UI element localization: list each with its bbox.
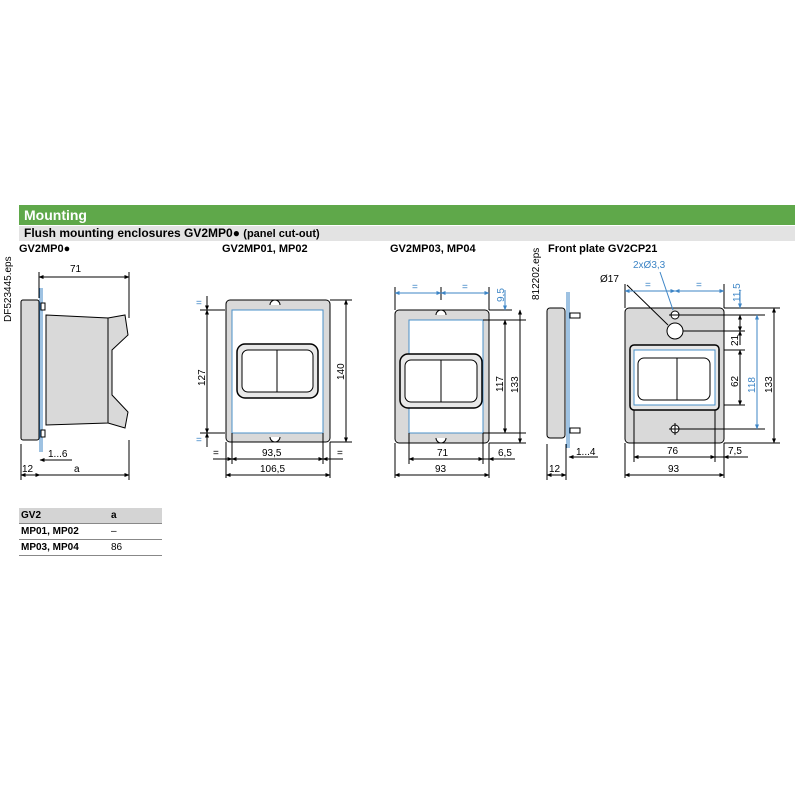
figure-3-front-view: = = 9,5 117 133 71 6,5 93 <box>394 282 526 478</box>
dim-133: 133 <box>764 376 775 393</box>
table-header-row: GV2 a <box>19 508 162 524</box>
dimension-table: GV2 a MP01, MP02 – MP03, MP04 86 <box>19 508 162 556</box>
label-hole-17: Ø17 <box>600 274 619 285</box>
dim-140: 140 <box>336 363 347 380</box>
eq-bottom: = <box>196 435 202 446</box>
figure-title-gv2mp0: GV2MP0● <box>19 243 71 255</box>
figure-title-mp03-mp04: GV2MP03, MP04 <box>390 243 476 255</box>
dim-9-5: 9,5 <box>496 288 507 302</box>
enclosure-body <box>45 314 109 426</box>
table-header-gv2: GV2 <box>19 508 109 524</box>
dim-a: a <box>74 464 80 475</box>
dim-1-6: 1...6 <box>48 449 68 460</box>
dim-11-5: 11,5 <box>732 283 743 302</box>
svg-text:=: = <box>213 448 219 459</box>
section-header: Mounting <box>19 205 795 225</box>
dim-7-5: 7,5 <box>728 446 742 457</box>
file-ref-2: 812202.eps <box>531 248 542 300</box>
dim-12: 12 <box>22 464 34 475</box>
table-row: MP03, MP04 86 <box>19 539 162 556</box>
svg-text:=: = <box>645 280 651 291</box>
dim-21: 21 <box>730 334 741 346</box>
dim-127: 127 <box>197 369 208 386</box>
subtitle: Flush mounting enclosures GV2MP0 <box>24 226 233 240</box>
eq-top: = <box>196 298 202 309</box>
svg-text:=: = <box>462 282 468 293</box>
svg-text:=: = <box>696 280 702 291</box>
table-row: MP01, MP02 – <box>19 523 162 540</box>
hole-17 <box>666 322 684 340</box>
figure-title-mp01-mp02: GV2MP01, MP02 <box>222 243 308 255</box>
flange-plate <box>20 299 40 441</box>
dim-12: 12 <box>549 464 561 475</box>
file-ref-1: DF523445.eps <box>3 256 14 322</box>
dim-106-5: 106,5 <box>260 464 285 475</box>
svg-text:=: = <box>337 448 343 459</box>
table-header-a: a <box>109 508 162 524</box>
dim-133: 133 <box>510 376 521 393</box>
subtitle-bullet: ● <box>232 226 240 240</box>
dim-93-5: 93,5 <box>262 448 282 459</box>
dim-1-4: 1...4 <box>576 447 596 458</box>
figure-1-side-view: DF523445.eps 71 1...6 12 a <box>3 256 130 480</box>
dim-6-5: 6,5 <box>498 448 512 459</box>
figure-2-front-view: = = 127 140 = = 93,5 106,5 <box>196 296 352 478</box>
label-2x-3-3: 2xØ3,3 <box>633 260 666 271</box>
svg-text:=: = <box>412 282 418 293</box>
dim-71: 71 <box>437 448 449 459</box>
dim-93: 93 <box>668 464 680 475</box>
section-title: Mounting <box>24 207 87 223</box>
figure-4-front-plate: 812202.eps 1...4 12 Ø17 2xØ3,3 <box>531 248 780 480</box>
dim-76: 76 <box>667 446 679 457</box>
dim-118: 118 <box>747 377 758 393</box>
dim-93: 93 <box>435 464 447 475</box>
subtitle-bar: Flush mounting enclosures GV2MP0● (panel… <box>19 226 795 241</box>
subtitle-note: (panel cut-out) <box>243 228 320 240</box>
dim-62: 62 <box>730 375 741 387</box>
dim-71: 71 <box>70 264 82 275</box>
figure-title-front-plate: Front plate GV2CP21 <box>548 243 658 255</box>
plate-side <box>546 307 566 439</box>
dim-117: 117 <box>495 376 506 392</box>
